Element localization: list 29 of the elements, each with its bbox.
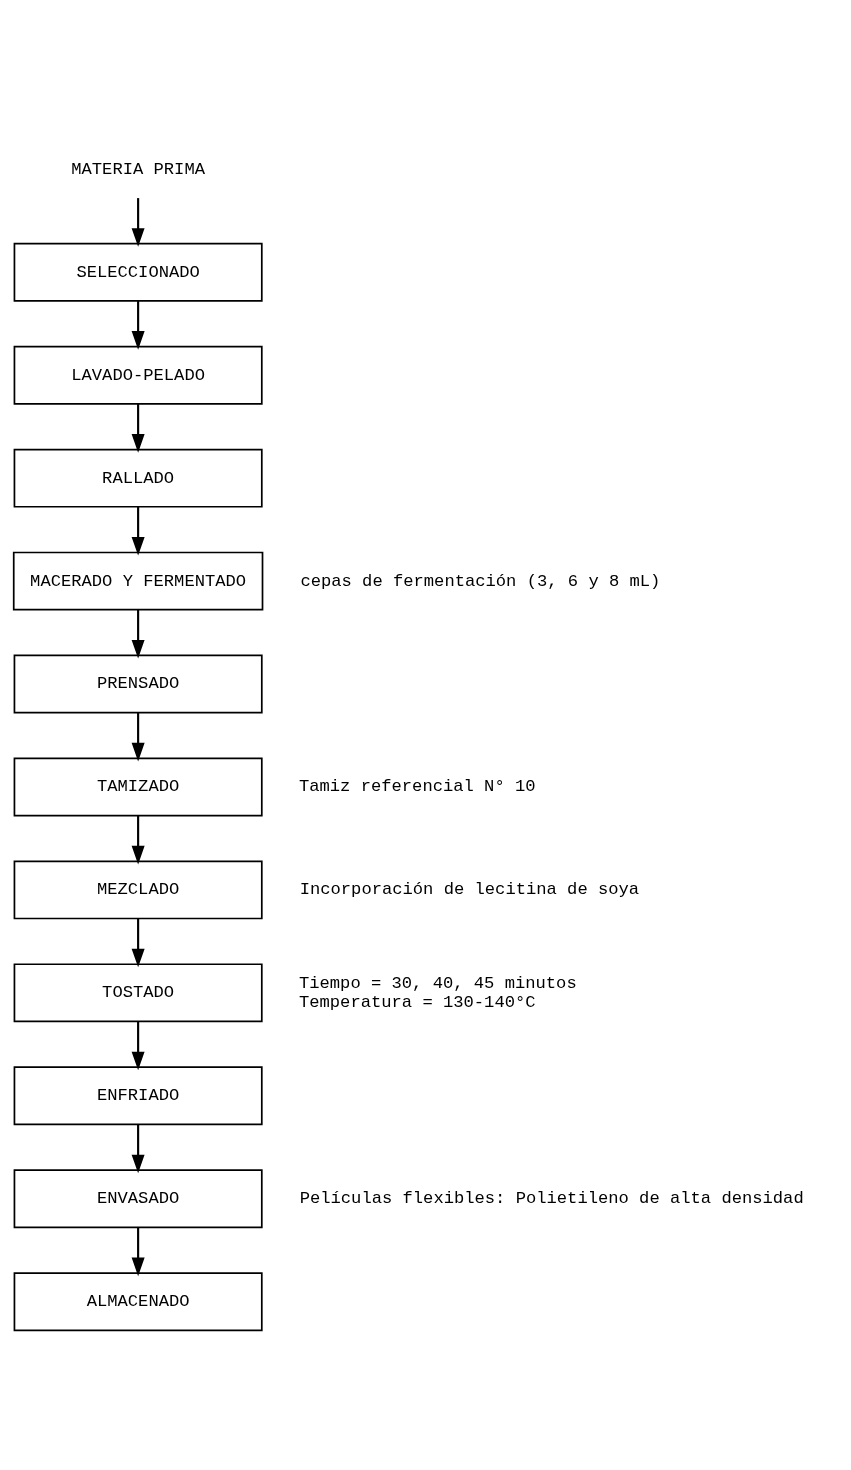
node-text: MATERIA PRIMA — [71, 159, 205, 179]
node-label: Tiempo = 30, 40, 45 minutos — [298, 973, 577, 993]
arrow — [131, 1124, 145, 1173]
arrow — [131, 197, 145, 247]
arrow — [131, 1021, 145, 1070]
node-label: Tamiz referencial N° 10 — [298, 776, 536, 796]
node-box: LAVADO-PELADO — [13, 345, 263, 405]
node-box: PRENSADO — [13, 654, 263, 713]
node-box: ENFRIADO — [13, 1065, 263, 1125]
node-label: Incorporación de lecitina de soya — [299, 879, 640, 899]
arrow — [131, 712, 145, 761]
arrow — [131, 506, 145, 556]
arrow — [131, 918, 145, 967]
node-box: MACERADO Y FERMENTADO — [12, 551, 264, 611]
arrow — [131, 1227, 145, 1276]
node-box: RALLADO — [13, 448, 263, 508]
arrow — [131, 403, 145, 453]
node-label: Temperatura = 130-140°C — [298, 992, 536, 1012]
node-box: ENVASADO — [13, 1168, 263, 1228]
node-box: TOSTADO — [13, 962, 263, 1022]
node-label: cepas de fermentación (3, 6 y 8 mL) — [300, 571, 661, 591]
arrow — [131, 815, 145, 864]
arrow — [131, 300, 145, 350]
node-box: SELECCIONADO — [13, 242, 263, 302]
node-box: MEZCLADO — [13, 859, 263, 919]
node-box: TAMIZADO — [13, 757, 263, 816]
arrow — [131, 609, 145, 659]
node-box: ALMACENADO — [13, 1271, 263, 1331]
node-label: Películas flexibles: Polietileno de alta densidad — [299, 1188, 804, 1208]
